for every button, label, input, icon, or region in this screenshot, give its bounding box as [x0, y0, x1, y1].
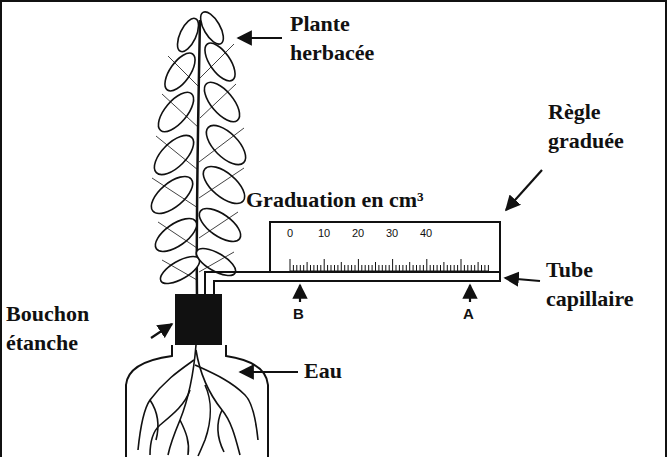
tube-in-stopper	[205, 294, 214, 345]
roots	[138, 345, 258, 456]
capillary-tube	[205, 272, 500, 340]
ruler-label: Règle graduée	[548, 98, 663, 155]
tube-label: Tube capillaire	[546, 256, 661, 313]
scale-number: 30	[382, 228, 402, 239]
water-label: Eau	[304, 357, 384, 386]
leaves	[145, 8, 252, 288]
scale-number: 20	[348, 228, 368, 239]
leaf-veins	[152, 44, 244, 280]
scale-number: 40	[416, 228, 436, 239]
point-label: A	[463, 306, 483, 321]
stopper	[175, 294, 222, 345]
scale-number: 0	[282, 228, 298, 239]
point-label: B	[293, 306, 313, 321]
scale-number: 10	[314, 228, 334, 239]
graduated-ruler	[270, 222, 500, 272]
plant-label: Plante herbacée	[290, 10, 420, 67]
scale-title: Graduation en cm³	[246, 186, 546, 215]
bottle	[126, 345, 268, 457]
ruler-ticks	[290, 259, 488, 271]
stopper-label: Bouchon étanche	[6, 300, 151, 357]
